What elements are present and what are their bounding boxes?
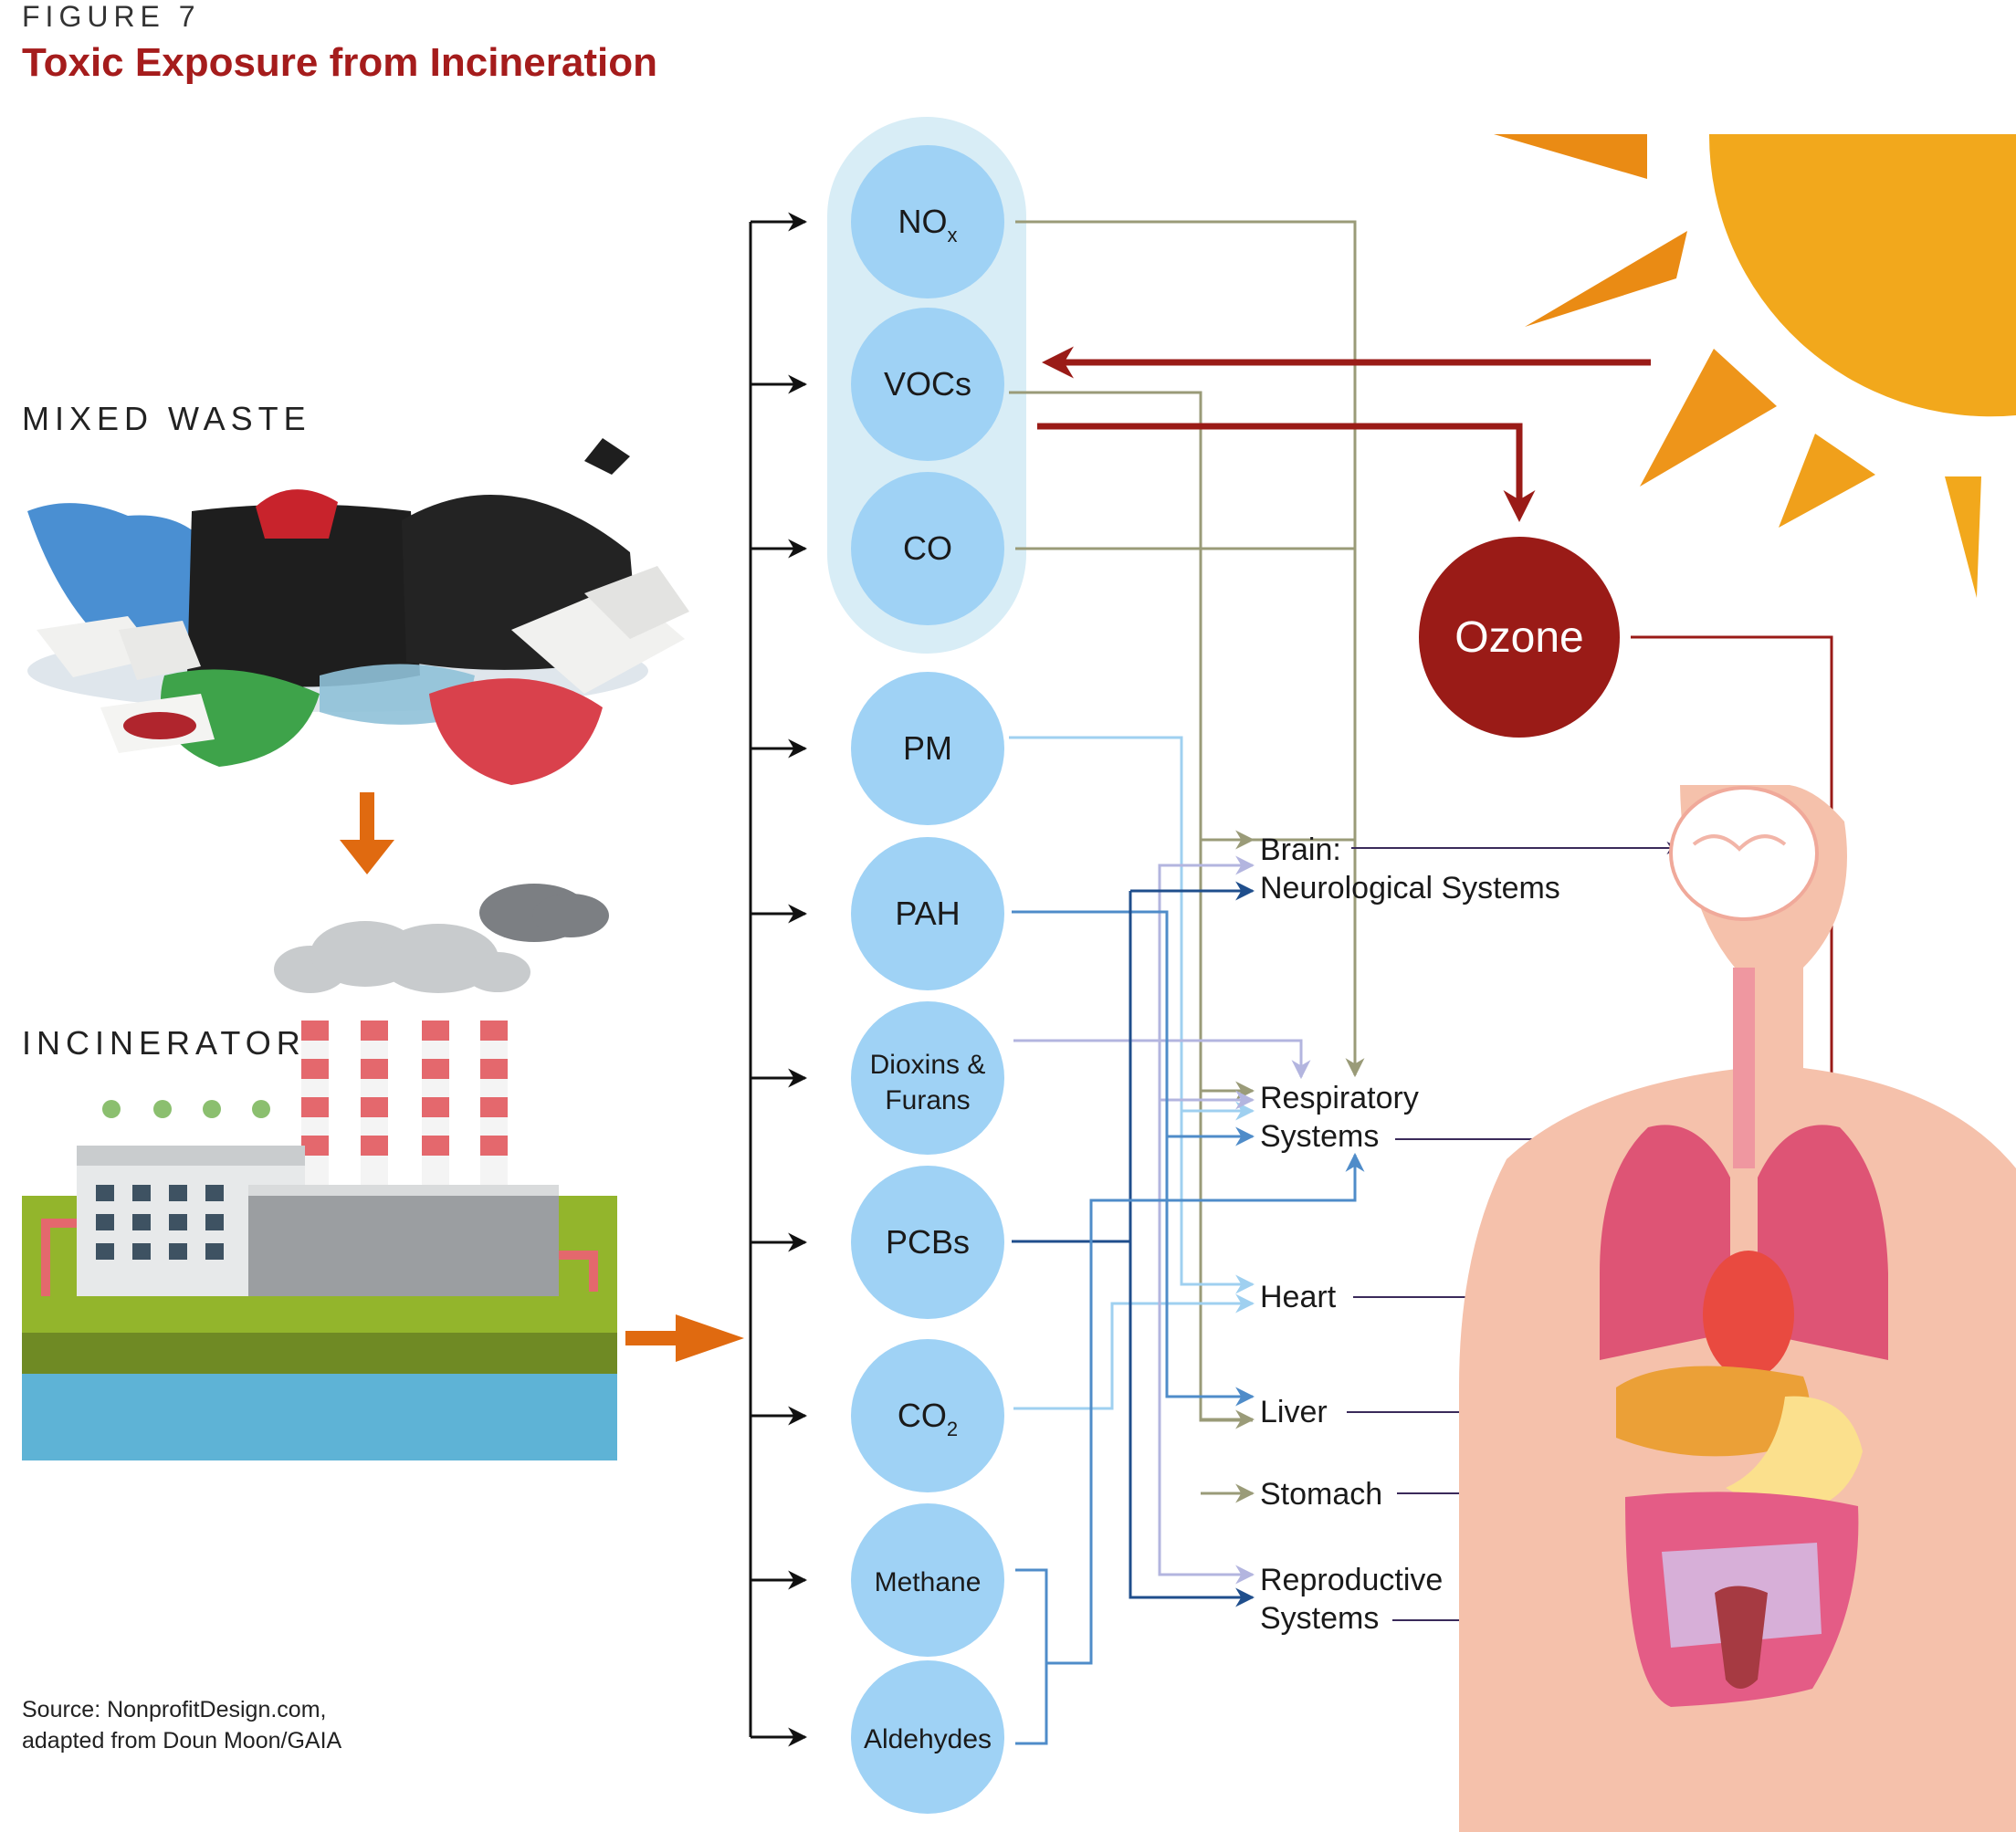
organ-label-line2: Neurological Systems	[1260, 871, 1560, 906]
pollutant-circle	[851, 1001, 1004, 1155]
pollutant-circle	[851, 837, 1004, 990]
pollutant-label: VOCs	[884, 365, 971, 403]
pollutant-subscript: x	[948, 224, 958, 246]
pollutant-nox: NOx	[851, 145, 1004, 298]
pollutant-co2: CO2	[851, 1339, 1004, 1492]
pollutant-circle	[851, 308, 1004, 461]
pollutant-circle	[851, 672, 1004, 825]
organ-heart: Heart	[1260, 1280, 1337, 1314]
pollutant-label: NOx	[898, 203, 958, 246]
organ-liver: Liver	[1260, 1395, 1328, 1429]
ozone-node: Ozone	[1419, 537, 1620, 738]
organ-stomach: Stomach	[1260, 1477, 1382, 1512]
incinerator-factory-icon	[22, 884, 617, 1460]
pollutant-circle	[851, 1166, 1004, 1319]
organ-label: Liver	[1260, 1395, 1328, 1429]
pollutant-label: PM	[903, 729, 952, 767]
pollutant-label: Methane	[875, 1567, 982, 1597]
pollutant-vocs: VOCs	[851, 308, 1004, 461]
down-arrow-icon	[340, 792, 394, 874]
pollutant-circle	[851, 1660, 1004, 1814]
pollutant-label: CO	[903, 529, 952, 567]
organ-label: Stomach	[1260, 1477, 1382, 1512]
pollutant-circle	[851, 1339, 1004, 1492]
organ-label: Respiratory	[1260, 1081, 1419, 1115]
mixed-waste-label: MIXED WASTE	[22, 400, 311, 437]
sun-icon	[1494, 134, 2016, 598]
human-body-icon	[1459, 785, 2016, 1832]
pollutant-feed-bracket	[749, 212, 808, 1747]
pollutant-subscript: 2	[947, 1418, 958, 1440]
pollutant-label: Aldehydes	[864, 1724, 992, 1754]
pollutant-label: PCBs	[886, 1223, 970, 1261]
ozone-pathway	[1037, 346, 1839, 1182]
pollutant-circle	[851, 472, 1004, 625]
pollutant-dioxins: Dioxins & Furans	[851, 1001, 1004, 1155]
organ-labels: Brain: Neurological SystemsRespiratorySys…	[1260, 832, 1560, 1636]
pollutant-methane: Methane	[851, 1503, 1004, 1657]
pollutant-aldehydes: Aldehydes	[851, 1660, 1004, 1814]
pollutant-label-line2: Furans	[885, 1085, 970, 1115]
pollutant-label: Dioxins &	[870, 1050, 986, 1080]
pollutant-circle	[851, 1503, 1004, 1657]
exposure-pathways	[1009, 220, 1775, 1745]
pollutant-pcbs: PCBs	[851, 1166, 1004, 1319]
pollutant-label: PAH	[895, 895, 960, 932]
figure-title: Toxic Exposure from Incineration	[22, 40, 657, 85]
smoke-cloud-icon	[274, 884, 609, 993]
ozone-label: Ozone	[1454, 613, 1583, 662]
garbage-bags-icon	[27, 438, 689, 785]
incinerator-label: INCINERATOR	[22, 1024, 306, 1062]
pollutant-circle	[851, 145, 1004, 298]
pollutant-co: CO	[851, 472, 1004, 625]
figure-label: FIGURE 7	[22, 0, 201, 33]
pollutant-pm: PM	[851, 672, 1004, 825]
source-line-2: adapted from Doun Moon/GAIA	[22, 1728, 342, 1753]
organ-brain: Brain: Neurological Systems	[1260, 832, 1560, 906]
source-line-1: Source: NonprofitDesign.com,	[22, 1697, 327, 1722]
source-note: Source: NonprofitDesign.com, adapted fro…	[22, 1694, 341, 1756]
organ-label-line2: Systems	[1260, 1601, 1379, 1636]
organ-label: Heart	[1260, 1280, 1337, 1314]
organ-label: Brain:	[1260, 832, 1341, 867]
pollutant-pah: PAH	[851, 837, 1004, 990]
organ-label: Reproductive	[1260, 1563, 1443, 1597]
right-arrow-icon	[625, 1314, 744, 1362]
organ-label-line2: Systems	[1260, 1119, 1379, 1154]
